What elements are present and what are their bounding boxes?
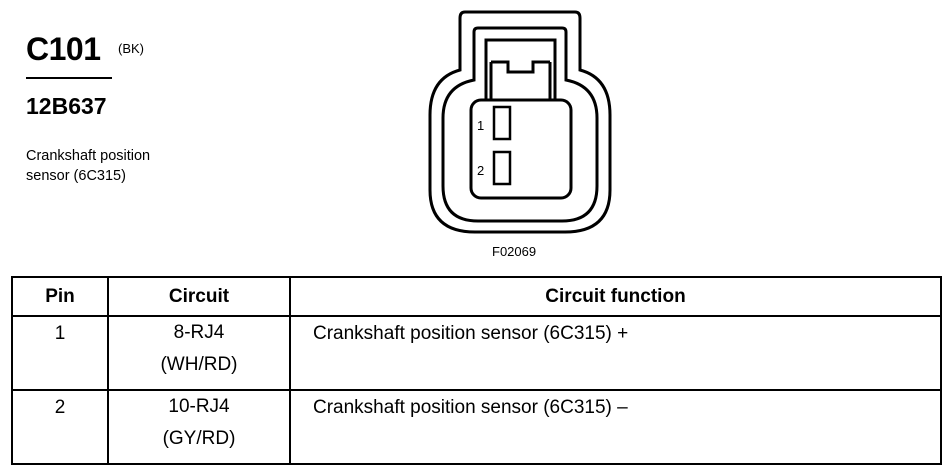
connector-id-underline: [26, 77, 112, 79]
circuit-function-cell: Crankshaft position sensor (6C315) +: [289, 315, 942, 391]
wire-color: (GY/RD): [162, 428, 236, 449]
header-circuit-function: Circuit function: [289, 276, 942, 317]
connector-housing-inner: [441, 26, 599, 223]
part-number: 12B637: [26, 93, 107, 119]
pin-1-slot: [492, 105, 512, 141]
connector-id: C101: [26, 31, 101, 67]
connector-face-diagram: 1 2: [428, 10, 612, 234]
circuit-number: 8-RJ4: [173, 322, 225, 343]
table-header-row: Pin Circuit Circuit function: [11, 276, 942, 317]
pin-cell: 1: [11, 315, 109, 391]
table-row: 1 8-RJ4 (WH/RD) Crankshaft position sens…: [11, 315, 942, 391]
table-row: 2 10-RJ4 (GY/RD) Crankshaft position sen…: [11, 389, 942, 465]
connector-color: (BK): [118, 41, 144, 56]
locking-tab-notch: [491, 60, 550, 74]
circuit-number: 10-RJ4: [168, 396, 230, 417]
locking-tab: [484, 38, 557, 102]
figure-id: F02069: [492, 244, 537, 259]
header-circuit: Circuit: [107, 276, 291, 317]
circuit-cell: 8-RJ4 (WH/RD): [107, 315, 291, 391]
header-pin: Pin: [11, 276, 109, 317]
pin-2-slot: [492, 150, 512, 186]
circuit-cell: 10-RJ4 (GY/RD): [107, 389, 291, 465]
circuit-function-cell: Crankshaft position sensor (6C315) –: [289, 389, 942, 465]
component-description-line2: sensor (6C315): [26, 168, 126, 184]
pinout-table: Pin Circuit Circuit function 1 8-RJ4 (WH…: [11, 276, 942, 465]
wire-color: (WH/RD): [160, 354, 238, 375]
pin-cell: 2: [11, 389, 109, 465]
pin-2-label: 2: [477, 163, 484, 178]
component-description-line1: Crankshaft position: [26, 148, 151, 164]
locking-tab-ridge: [489, 62, 552, 100]
connector-housing-outer: [428, 10, 612, 234]
pin-1-label: 1: [477, 118, 484, 133]
component-description: Crankshaft position sensor (6C315): [26, 146, 226, 186]
terminal-cavity: [469, 98, 573, 200]
